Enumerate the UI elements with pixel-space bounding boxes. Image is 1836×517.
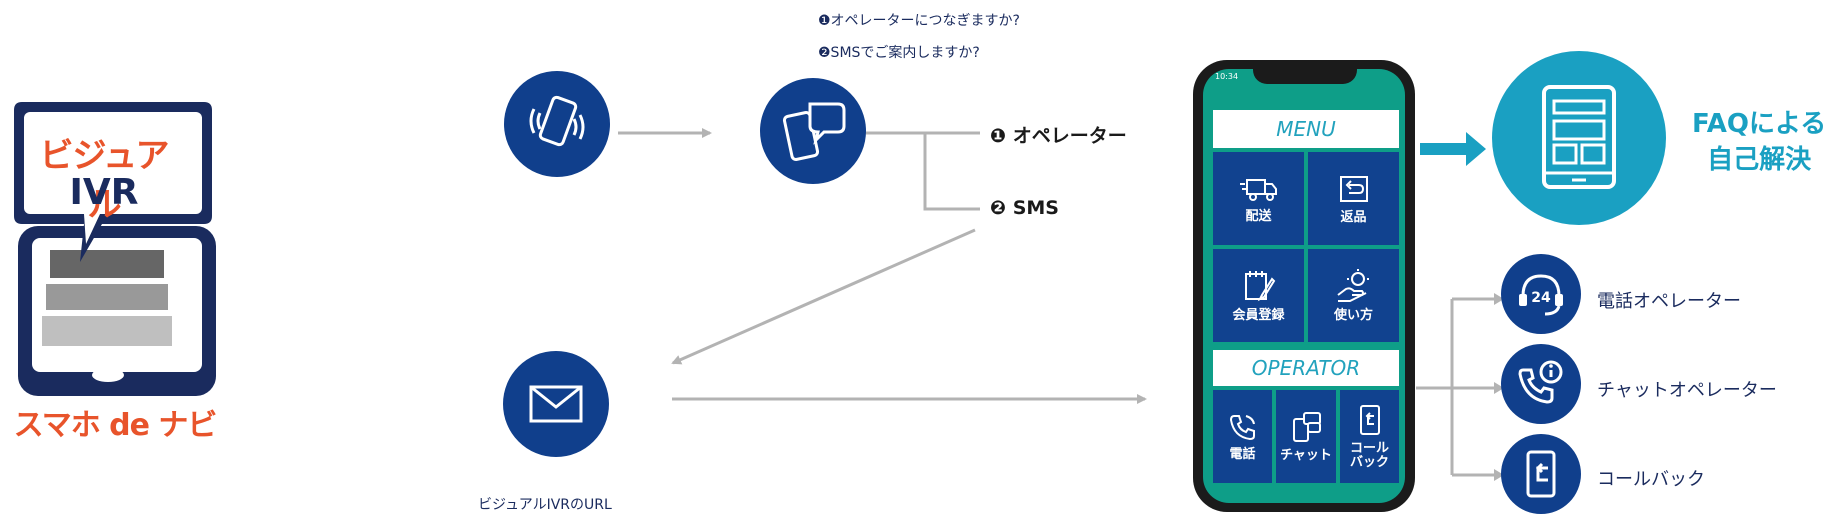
question-1: ❶オペレーターにつなぎますか? bbox=[818, 13, 1020, 29]
svg-text:24: 24 bbox=[1531, 290, 1551, 306]
question-2: ❷SMSでご案内しますか? bbox=[818, 45, 980, 61]
menu-tile-delivery[interactable]: 配送 bbox=[1213, 152, 1304, 245]
operator-tile-callback[interactable]: コール バック bbox=[1340, 390, 1399, 483]
option-operator: ❶ オペレーター bbox=[990, 125, 1127, 147]
notepad-pen-icon bbox=[1244, 270, 1275, 301]
tablet-icon bbox=[1542, 85, 1616, 189]
arrow-menu-to-faq bbox=[1420, 132, 1486, 166]
operator-tile-chat[interactable]: チャット bbox=[1276, 390, 1336, 483]
chat-operator-circle bbox=[1501, 344, 1581, 424]
operator-header: OPERATOR bbox=[1213, 350, 1399, 386]
arrow-sms-to-url bbox=[671, 228, 976, 365]
logo-subtitle: スマホ de ナビ bbox=[13, 408, 218, 443]
menu-tile-return[interactable]: 返品 bbox=[1308, 152, 1399, 245]
ringing-phone-icon bbox=[529, 95, 585, 147]
logo-graphic bbox=[14, 102, 216, 396]
menu-tile-register[interactable]: 会員登録 bbox=[1213, 249, 1304, 342]
phone-call-icon bbox=[1229, 414, 1255, 440]
faq-tablet-circle bbox=[1492, 51, 1666, 225]
menu-tile-label: 返品 bbox=[1340, 209, 1367, 225]
phone-callback-icon bbox=[1526, 450, 1556, 498]
return-box-icon bbox=[1339, 175, 1368, 202]
faq-text-line2: 自己解決 bbox=[1707, 145, 1812, 175]
phone-notch bbox=[1253, 64, 1357, 84]
phone-return-icon bbox=[1359, 404, 1380, 435]
menu-tile-howto[interactable]: 使い方 bbox=[1308, 249, 1399, 342]
operator-option-callback: コールバック bbox=[1597, 469, 1705, 490]
logo-ivr: IVR bbox=[69, 172, 139, 213]
phone-chat-circle bbox=[760, 78, 866, 184]
faq-text-line1: FAQによる bbox=[1692, 109, 1827, 139]
logo-title: ビジュアル bbox=[39, 136, 170, 225]
phone-chat-icon bbox=[782, 102, 846, 161]
menu-tile-label: 使い方 bbox=[1333, 307, 1373, 323]
operator-option-chat: チャットオペレーター bbox=[1597, 380, 1777, 401]
menu-tile-label: 会員登録 bbox=[1232, 307, 1285, 323]
phone-operator-circle: 24 bbox=[1501, 254, 1581, 334]
envelope-icon bbox=[529, 385, 583, 423]
headset-24-icon: 24 bbox=[1519, 274, 1563, 316]
ringing-phone-circle bbox=[504, 71, 610, 177]
operator-tile-label: コール バック bbox=[1349, 440, 1389, 470]
url-label: ビジュアルIVRのURL bbox=[478, 497, 612, 513]
callback-circle bbox=[1501, 434, 1581, 514]
hand-lightbulb-icon bbox=[1336, 268, 1369, 302]
menu-header: MENU bbox=[1213, 110, 1399, 148]
operator-tile-label: 電話 bbox=[1229, 446, 1256, 462]
operator-tile-phone[interactable]: 電話 bbox=[1213, 390, 1272, 483]
faq-text: FAQによる 自己解決 bbox=[1692, 106, 1826, 178]
phone-info-icon bbox=[1518, 360, 1563, 404]
operator-bracket bbox=[1416, 297, 1494, 477]
branch-lines bbox=[862, 131, 980, 211]
option-sms: ❷ SMS bbox=[990, 197, 1059, 219]
operator-tile-label: チャット bbox=[1280, 447, 1332, 463]
truck-icon bbox=[1239, 178, 1277, 201]
status-time: 10:34 bbox=[1215, 72, 1239, 81]
phone-chat-small-icon bbox=[1293, 411, 1321, 442]
envelope-circle bbox=[503, 351, 609, 457]
operator-option-phone: 電話オペレーター bbox=[1597, 291, 1741, 312]
menu-tile-label: 配送 bbox=[1245, 208, 1272, 224]
